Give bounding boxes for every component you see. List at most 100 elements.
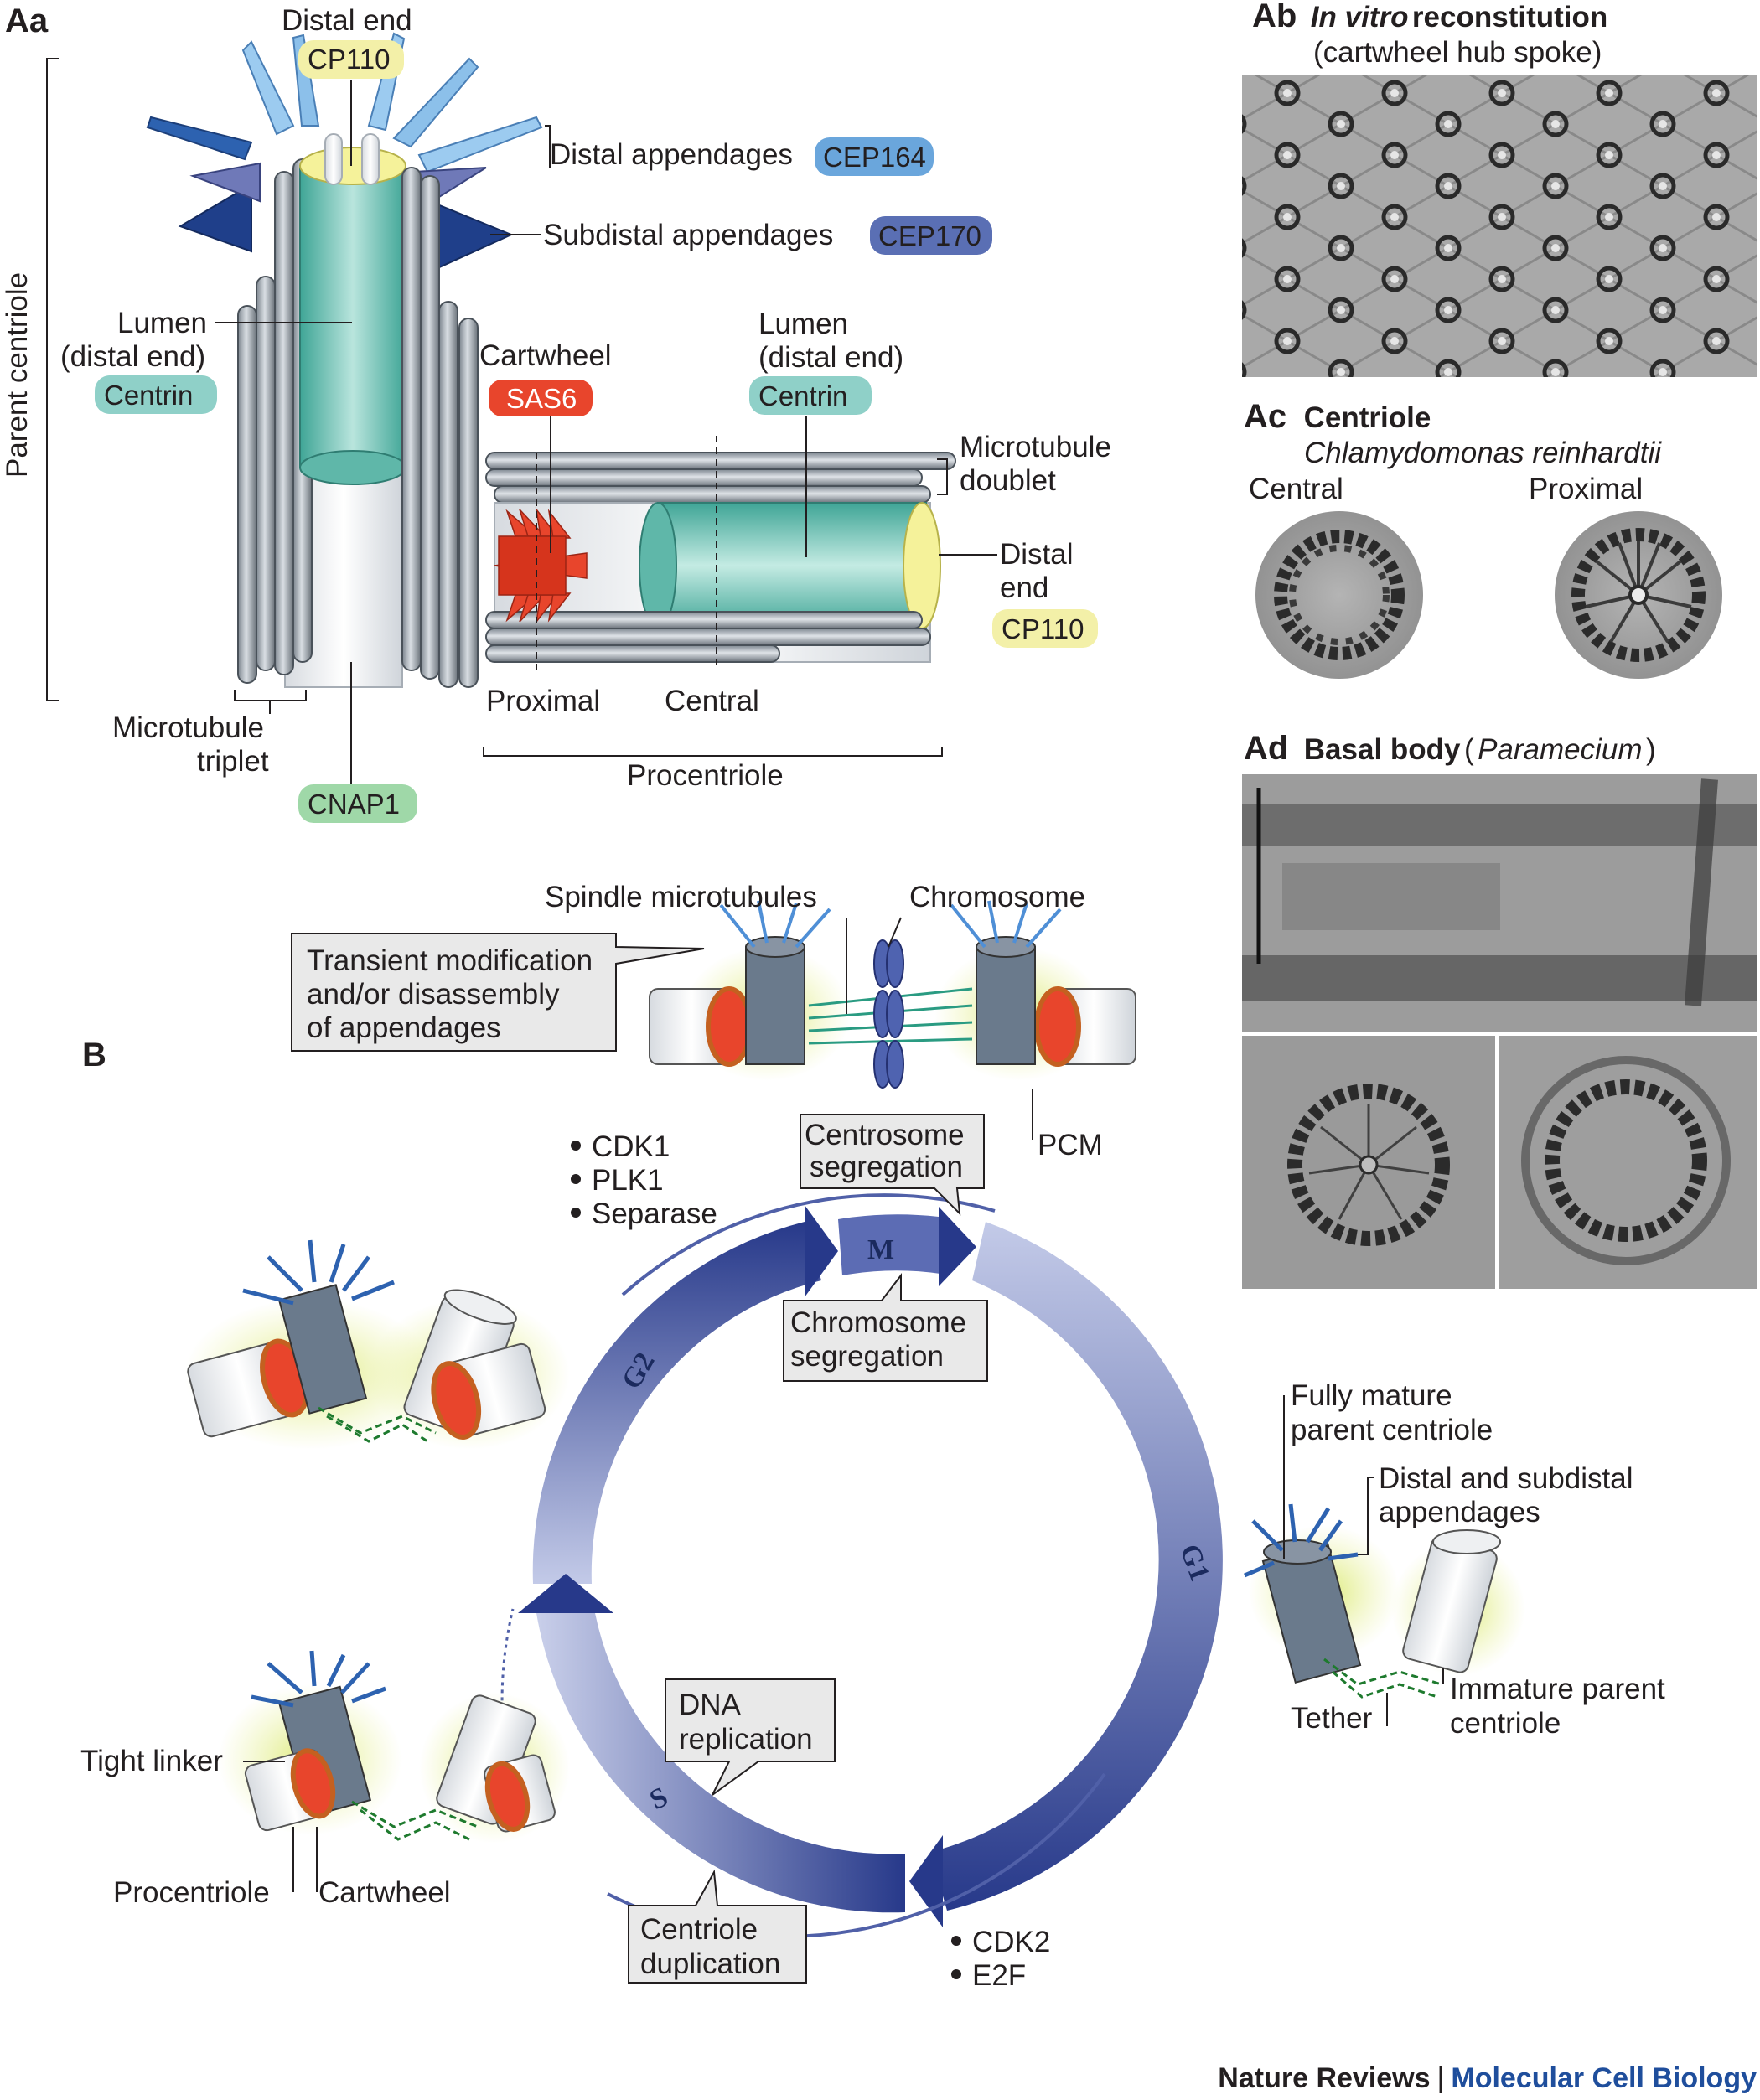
ab-em-image (1242, 75, 1757, 377)
g1-arrowhead (909, 1835, 943, 1927)
transient-callout: Transient modification and/or disassembl… (291, 933, 705, 1052)
panel-label-aa: Aa (5, 3, 49, 39)
ad-cross-section-proximal (1242, 1036, 1495, 1289)
chromosome-label: Chromosome (909, 881, 1085, 913)
ad-longitudinal-em (1242, 774, 1757, 1032)
cp110-text: CP110 (308, 44, 390, 75)
centrin-text: Centrin (104, 380, 193, 411)
mitotic-kinase-list: CDK1 PLK1 Separase (571, 1130, 717, 1230)
distal-end-p-line1: Distal (1000, 538, 1074, 571)
cep170-text: CEP170 (878, 220, 981, 251)
procentriole-cp110-tag (992, 609, 1098, 648)
s-kinase-list: CDK2 E2F (951, 1926, 1050, 1992)
immature-line1: Immature parent (1450, 1673, 1665, 1705)
fully-mature-line2: parent centriole (1291, 1414, 1493, 1446)
g1-centriole-pair (1244, 1503, 1525, 1699)
lumen-label-line1: Lumen (117, 307, 207, 339)
appendages-line2: appendages (1379, 1496, 1540, 1528)
panel-label-ab: Ab (1252, 0, 1297, 34)
ac-right-label: Proximal (1529, 473, 1643, 505)
ac-proximal-em (1555, 511, 1722, 679)
panel-ac: Ac Centriole Chlamydomonas reinhardtii C… (1244, 398, 1722, 679)
cep164-tag (815, 137, 934, 176)
transient-line3: of appendages (307, 1011, 501, 1044)
proximal-label: Proximal (486, 685, 600, 717)
ad-paren-close: ) (1646, 733, 1656, 766)
kinase-cdk1: CDK1 (592, 1130, 670, 1163)
distal-end-label: Distal end (282, 4, 412, 37)
journal-footer: Nature Reviews|Molecular Cell Biology (1218, 2062, 1757, 2095)
g2-centriole-pair (184, 1239, 570, 1450)
cep170-tag (870, 216, 992, 255)
cell-cycle-ring (500, 1193, 1223, 1938)
immature-line2: centriole (1450, 1707, 1561, 1740)
chromosome-seg-line1: Chromosome (790, 1306, 966, 1339)
chromosome-shape (873, 939, 904, 1089)
dna-replication-line2: replication (679, 1723, 813, 1756)
procentriole-lumen-line1: Lumen (758, 308, 848, 340)
cartwheel-b-label: Cartwheel (318, 1876, 451, 1909)
phase-m-label: M (867, 1234, 894, 1265)
ab-title-italic: In vitro (1311, 1, 1409, 34)
distal-end-p-line2: end (1000, 572, 1048, 604)
distal-appendages-label: Distal appendages (550, 138, 793, 171)
microtubule-doublet-line2: doublet (960, 464, 1056, 497)
ad-species: Paramecium (1478, 733, 1642, 766)
ad-title: Ad Basal body ( Paramecium ) (1244, 730, 1656, 767)
microtubule-triplet-line2: triplet (197, 745, 269, 778)
cnap1-tag (298, 784, 417, 823)
procentriole-drawing (485, 436, 956, 670)
mitotic-spindle (649, 900, 1136, 1089)
subdistal-appendages-label: Subdistal appendages (543, 219, 833, 251)
distal-appendages-blades (146, 32, 543, 173)
centrosome-seg-line2: segregation (810, 1151, 963, 1183)
panel-ab: Ab In vitro reconstitution (cartwheel hu… (1242, 0, 1757, 377)
centrin-tag (95, 375, 217, 414)
ac-title: Ac Centriole (1244, 398, 1431, 435)
panel-ad: Ad Basal body ( Paramecium ) (1242, 730, 1757, 1289)
journal-section: Molecular Cell Biology (1451, 2062, 1757, 2094)
journal-name: Nature Reviews (1218, 2062, 1431, 2094)
centriole-dup-line1: Centriole (640, 1913, 758, 1946)
m-arrowhead (939, 1207, 976, 1286)
kinase-e2f: E2F (972, 1959, 1026, 1992)
appendages-line1: Distal and subdistal (1379, 1462, 1633, 1495)
sas6-text: SAS6 (506, 383, 577, 414)
lumen-cylinder (299, 165, 406, 468)
chromosome-seg-line2: segregation (790, 1340, 944, 1373)
transient-line1: Transient modification (307, 944, 593, 977)
cp110-tag (298, 40, 404, 79)
procentriole-cp110-text: CP110 (1002, 613, 1084, 644)
ac-species: Chlamydomonas reinhardtii (1304, 437, 1662, 469)
tight-linker-label: Tight linker (80, 1745, 223, 1777)
centriole-duplication-callout: Centriole duplication (628, 1869, 807, 1984)
kinase-cdk2: CDK2 (972, 1926, 1050, 1958)
cp110-cap (299, 147, 406, 185)
spindle-microtubules-label: Spindle microtubules (545, 881, 817, 913)
pcm-label: PCM (1038, 1129, 1103, 1161)
g1-arc (930, 1222, 1223, 1911)
ac-central-em (1255, 511, 1423, 679)
microtubule-doublet-line1: Microtubule (960, 431, 1111, 463)
transient-line2: and/or disassembly (307, 978, 560, 1011)
kinase-plk1: PLK1 (592, 1164, 664, 1197)
microtubule-triplet-line1: Microtubule (112, 711, 264, 744)
dna-replication-callout: DNA replication (665, 1678, 836, 1796)
ab-title-rest: reconstitution (1412, 1, 1607, 34)
sas6-tag (489, 380, 593, 416)
ac-title-text: Centriole (1304, 401, 1431, 434)
tether-label: Tether (1291, 1702, 1373, 1735)
centriole-dup-line2: duplication (640, 1947, 780, 1980)
parent-centriole-label: Parent centriole (1, 272, 34, 478)
panel-label-ac: Ac (1244, 398, 1286, 435)
cartwheel-label: Cartwheel (479, 339, 612, 372)
s-arc (536, 1613, 905, 1913)
panel-b: B M G1 G2 S (80, 881, 1665, 1992)
procentriole-centrin-tag (749, 376, 872, 415)
lumen-label-line2: (distal end) (60, 340, 205, 373)
ad-paren-open: ( (1464, 733, 1474, 766)
subdistal-appendages-wedges (178, 162, 514, 278)
centrosome-segregation-callout: Centrosome segregation (800, 1114, 985, 1216)
ab-subtitle: (cartwheel hub spoke) (1313, 36, 1602, 69)
